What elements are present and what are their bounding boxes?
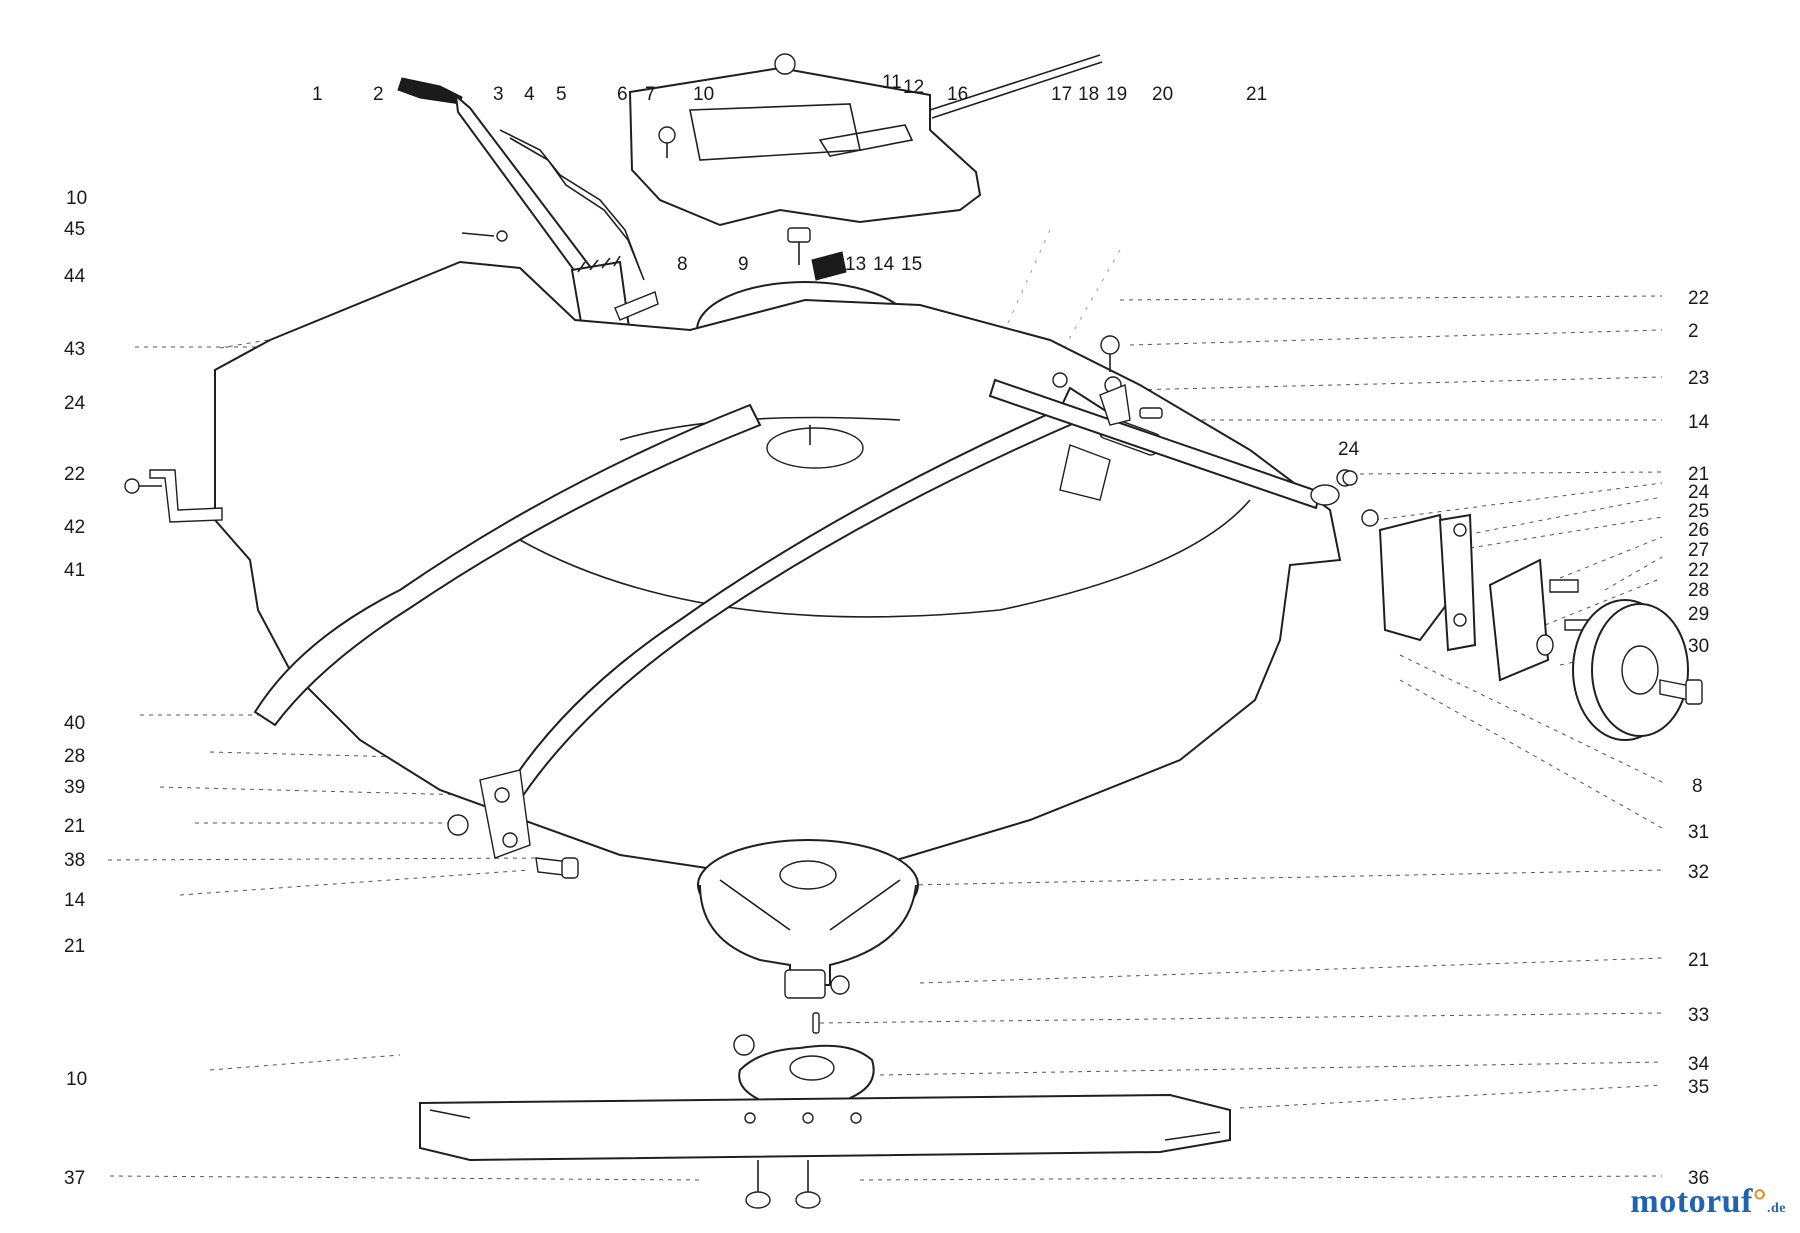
callout-right-14: 14 (1688, 412, 1710, 433)
wheel (1572, 599, 1703, 741)
callout-18: 18 (1078, 84, 1099, 105)
callout-left-21b: 21 (64, 936, 85, 957)
callout-left-39: 39 (64, 777, 85, 798)
callout-right-31: 31 (1688, 822, 1709, 843)
watermark-main: motoruf (1630, 1183, 1753, 1220)
callout-left-43: 43 (64, 339, 85, 360)
watermark-logo: motoruf°.de (1630, 1183, 1786, 1221)
blade-bolts (745, 1160, 821, 1209)
callout-right-36: 36 (1688, 1168, 1709, 1189)
callout-17: 17 (1051, 84, 1072, 105)
callout-13: 13 (845, 254, 866, 275)
callout-right-8: 8 (1692, 776, 1703, 797)
belt-cover (628, 53, 1103, 227)
callout-right-29: 29 (1688, 604, 1709, 625)
leader-lines (107, 229, 1663, 1181)
callout-left-38: 38 (64, 850, 85, 871)
callout-12: 12 (903, 77, 924, 98)
center-bolt (787, 227, 847, 281)
callout-right-2: 2 (1688, 321, 1699, 342)
callout-5: 5 (556, 84, 567, 105)
callout-6: 6 (617, 84, 628, 105)
callout-left-24: 24 (64, 393, 86, 414)
callout-right-21a: 21 (1688, 464, 1709, 485)
callout-left-42: 42 (64, 517, 85, 538)
callout-right-30: 30 (1688, 636, 1709, 657)
callout-2: 2 (373, 84, 384, 105)
callout-left-40: 40 (64, 713, 85, 734)
callout-11: 11 (882, 72, 902, 93)
left-callouts: 10 45 44 43 24 22 42 41 40 28 39 21 38 1… (64, 188, 87, 1189)
callout-8: 8 (677, 254, 688, 275)
callout-4: 4 (524, 84, 535, 105)
callout-left-37: 37 (64, 1168, 85, 1189)
callout-right-26: 26 (1688, 520, 1709, 541)
right-callouts: 22 2 23 14 21 24 25 26 27 22 28 29 30 8 … (1688, 288, 1710, 1189)
callout-15: 15 (901, 254, 922, 275)
callout-right-28: 28 (1688, 580, 1709, 601)
callout-16: 16 (947, 84, 968, 105)
top-callouts: 1 2 3 4 5 6 7 10 11 12 16 17 18 19 20 21 (312, 72, 1267, 105)
callout-inner-24: 24 (1338, 439, 1360, 460)
callout-left-41: 41 (64, 560, 85, 581)
callout-19: 19 (1106, 84, 1127, 105)
callout-left-10: 10 (66, 188, 87, 209)
blade-pin (812, 1012, 820, 1034)
callout-20: 20 (1152, 84, 1173, 105)
axle-hardware (1052, 335, 1358, 486)
callout-left-14: 14 (64, 890, 86, 911)
inner-callouts: 24 (1338, 439, 1360, 460)
watermark-tld: .de (1767, 1201, 1786, 1216)
callout-right-21b: 21 (1688, 950, 1709, 971)
callout-21: 21 (1246, 84, 1267, 105)
callout-left-22: 22 (64, 464, 85, 485)
watermark-accent: ° (1752, 1183, 1767, 1220)
callout-right-23: 23 (1688, 368, 1709, 389)
callout-right-22b: 22 (1688, 560, 1709, 581)
spindle-housing (697, 839, 919, 999)
blade (419, 1093, 1231, 1162)
callout-7: 7 (645, 84, 656, 105)
callout-right-25: 25 (1688, 501, 1709, 522)
callout-3: 3 (493, 84, 504, 105)
callout-right-34: 34 (1688, 1054, 1710, 1075)
mid-callouts: 8 9 13 14 15 (677, 254, 922, 275)
callout-left-44: 44 (64, 266, 86, 287)
callout-9: 9 (738, 254, 749, 275)
callout-14: 14 (873, 254, 895, 275)
callout-10: 10 (693, 84, 714, 105)
callout-left-28: 28 (64, 746, 85, 767)
callout-right-33: 33 (1688, 1005, 1709, 1026)
front-bracket (447, 769, 579, 879)
callout-left-10b: 10 (66, 1069, 87, 1090)
callout-right-24: 24 (1688, 482, 1710, 503)
handle-frame (253, 378, 1340, 808)
callout-right-32: 32 (1688, 862, 1709, 883)
callout-right-22a: 22 (1688, 288, 1709, 309)
callout-left-21a: 21 (64, 816, 85, 837)
callout-right-35: 35 (1688, 1077, 1709, 1098)
callout-left-45: 45 (64, 219, 85, 240)
left-side-bracket (124, 469, 223, 523)
wheel-bracket-assembly (1336, 469, 1591, 682)
blade-adapter (733, 1034, 875, 1108)
callout-right-27: 27 (1688, 540, 1709, 561)
callout-1: 1 (312, 84, 323, 105)
